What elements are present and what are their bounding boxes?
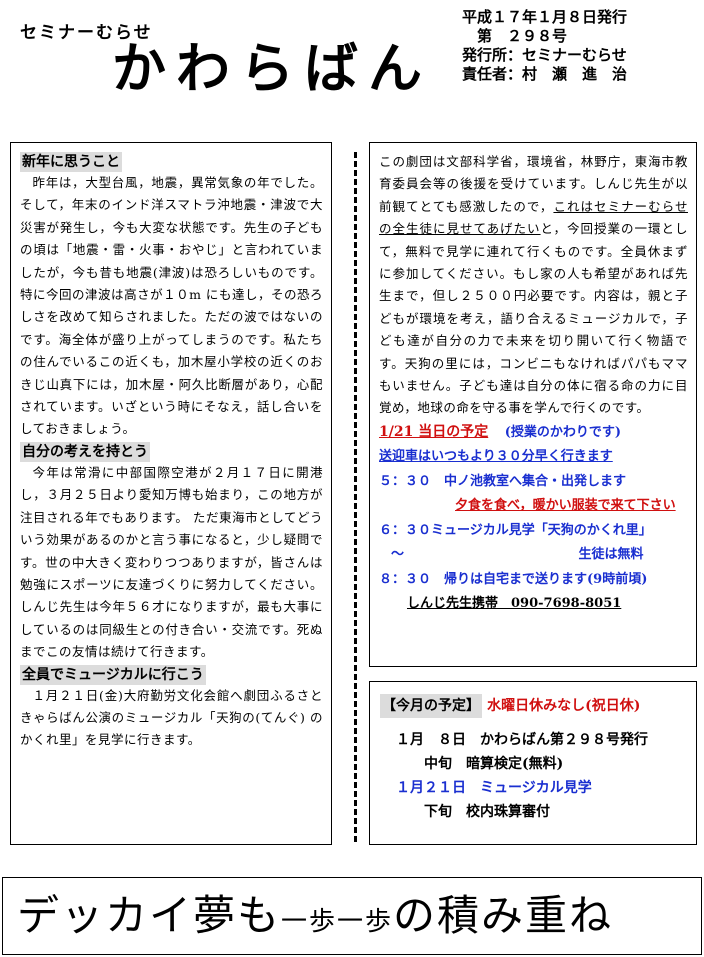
musical-description-b: と，今回授業の一環として，無料で見学に連れて行くものです。全員休まずに参加してく… xyxy=(379,221,688,416)
schedule-header: 【今月の予定】 水曜日休みなし(祝日休) xyxy=(380,694,686,718)
editor: 責任者：村 瀬 進 治 xyxy=(462,65,628,83)
schedule-item: １月 ８日 かわらばん第２９８号発行 xyxy=(396,732,648,748)
note-free: 生徒は無料 xyxy=(578,547,644,563)
section-heading-musical: 全員でミュージカルに行こう xyxy=(20,664,206,685)
note-dinner: 夕食を食べ，暖かい服装で来て下さい xyxy=(455,498,676,514)
newsletter-subtitle: セミナーむらせ xyxy=(20,23,153,43)
event-date: 1/21 当日の予定 xyxy=(379,423,489,440)
section-heading-own-ideas: 自分の考えを持とう xyxy=(20,441,150,462)
section-body-own-ideas: 今年は常滑に中部国際空港が２月１７日に開港し，３月２５日より愛知万博も始まり，こ… xyxy=(20,464,323,660)
section-body-new-year: 昨年は，大型台風，地震，異常気象の年でした。そして，年末のインド洋スマトラ沖地震… xyxy=(20,175,323,437)
note-free-line: ～ 生徒は無料 xyxy=(379,543,688,568)
note-tilde: ～ xyxy=(391,547,405,563)
schedule-box: 【今月の予定】 水曜日休みなし(祝日休) １月 ８日 かわらばん第２９８号発行 … xyxy=(369,681,697,845)
schedule-item: 中旬 暗算検定(無料) xyxy=(396,756,564,772)
schedule-holiday: 水曜日休みなし(祝日休) xyxy=(487,698,641,714)
schedule-item: １月２１日 ミュージカル見学 xyxy=(396,780,592,796)
slogan-part1: デッカイ夢も xyxy=(17,891,282,940)
right-column: この劇団は文部科学省，環境省，林野庁，東海市教育委員会等の後援を受けています。し… xyxy=(369,142,697,667)
musical-description-a: この劇団は文部科学省，環境省，林野庁，東海市教育委員会等の後援を受けています。し… xyxy=(379,154,688,214)
schedule-item: 下旬 校内珠算審付 xyxy=(396,804,550,820)
section-heading-new-year: 新年に思うこと xyxy=(20,152,122,172)
event-note: (授業のかわりです) xyxy=(504,424,622,440)
left-column: 新年に思うこと 昨年は，大型台風，地震，異常気象の年でした。そして，年末のインド… xyxy=(10,142,332,845)
schedule-heading: 【今月の予定】 xyxy=(380,694,482,718)
column-divider xyxy=(354,152,357,842)
newsletter-title: かわらばん xyxy=(112,36,432,100)
musical-description: この劇団は文部科学省，環境省，林野庁，東海市教育委員会等の後援を受けています。し… xyxy=(379,151,688,420)
issue-info: 平成１７年１月８日発行 第 ２９８号 発行所：セミナーむらせ 責任者：村 瀬 進… xyxy=(462,8,627,84)
slogan-banner: デッカイ夢も一歩一歩の積み重ね xyxy=(2,877,702,955)
note-pickup: 送迎車はいつもより３０分早く行きます xyxy=(379,449,613,465)
issue-date: 平成１７年１月８日発行 xyxy=(462,8,628,26)
note-gather: ５：３０ 中ノ池教室へ集合・出発します xyxy=(379,473,627,489)
slogan-part2: 一歩一歩 xyxy=(281,907,394,937)
note-musical: ６：３０ミュージカル見学「天狗のかくれ里」 xyxy=(379,522,652,538)
issue-number: 第 ２９８号 xyxy=(462,27,568,45)
event-day-line: 1/21 当日の予定 (授業のかわりです) xyxy=(379,420,688,446)
section-body-musical: １月２１日(金)大府勤労文化会館へ劇団ふるさときゃらばん公演のミュージカル「天狗… xyxy=(20,687,323,748)
slogan-part3: の積み重ね xyxy=(393,891,614,940)
publisher: 発行所：セミナーむらせ xyxy=(462,46,627,64)
musical-description-underlined: これはセミナーむらせの全生徒に見せてあげたい xyxy=(379,198,688,237)
note-return: ８：３０ 帰りは自宅まで送ります(9時前頃) xyxy=(379,571,648,587)
teacher-phone: しんじ先生携帯 090-7698-8051 xyxy=(407,596,622,612)
